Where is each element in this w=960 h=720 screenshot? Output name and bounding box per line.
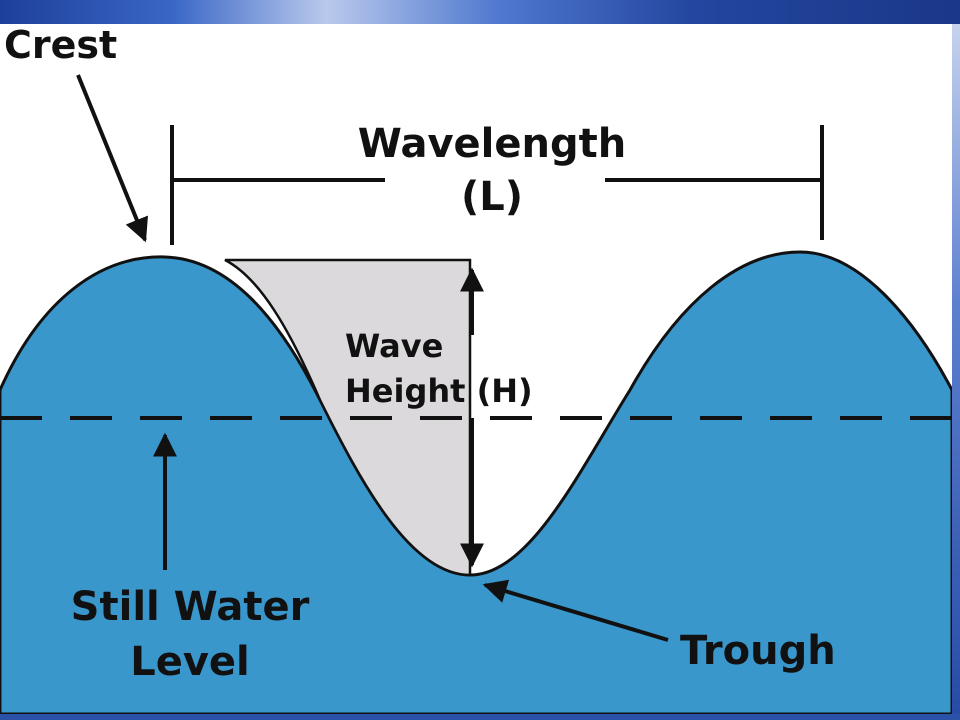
wavelength-symbol-label: (L) (461, 174, 523, 220)
wavelength-label: Wavelength (358, 121, 626, 167)
bottom-edge-strip (0, 714, 960, 720)
still-water-label-line1: Still Water (71, 584, 310, 630)
crest-arrow (76, 74, 148, 243)
right-edge-strip (952, 24, 960, 720)
trough-arrow (482, 579, 669, 642)
still-water-label-line2: Level (130, 639, 250, 685)
water-body (0, 250, 954, 716)
top-banner (0, 0, 960, 24)
wave-height-label-line1: Wave (345, 327, 443, 365)
crest-label: Crest (4, 23, 117, 67)
wave-height-region (224, 258, 472, 577)
wave-height-label-line2: Height (H) (345, 372, 533, 410)
trough-label: Trough (680, 628, 836, 674)
